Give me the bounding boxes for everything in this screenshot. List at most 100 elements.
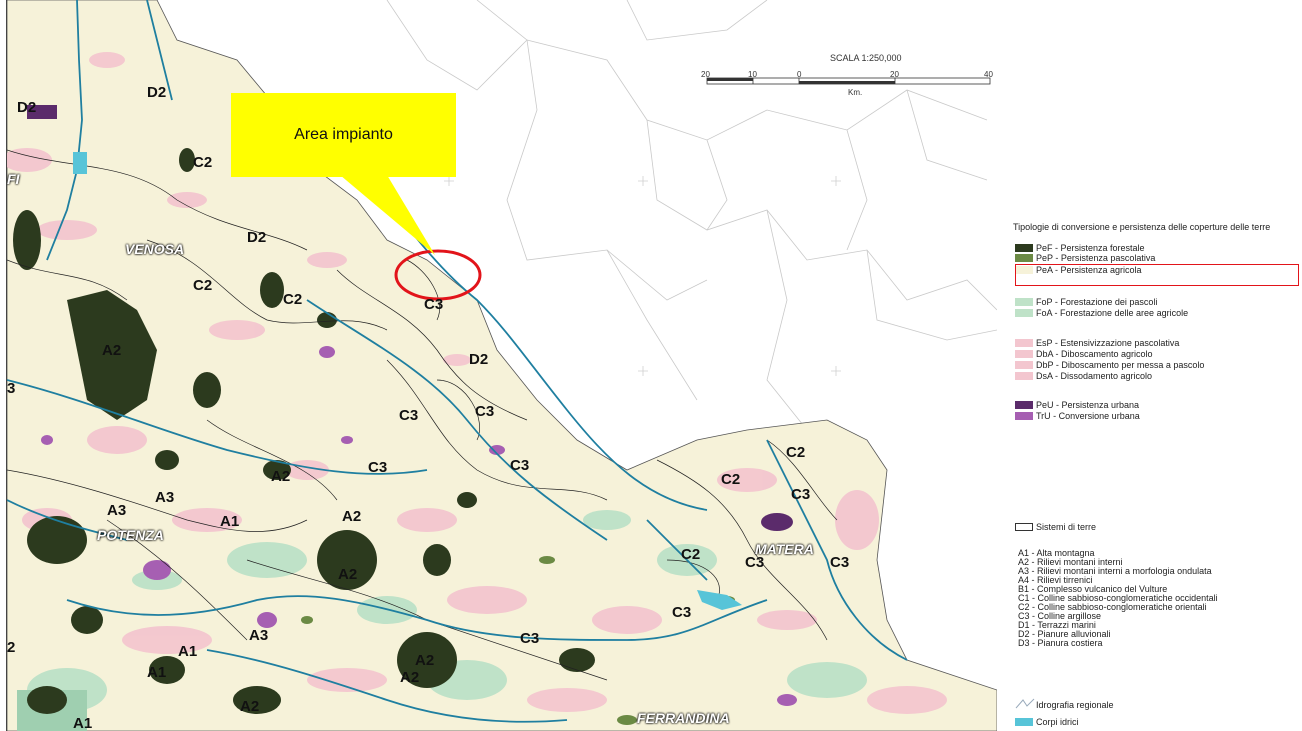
legend-item: TrU - Conversione urbana	[1036, 411, 1140, 421]
zone-label: A2	[102, 342, 122, 359]
city-label-potenza: POTENZA	[97, 527, 164, 543]
swatch-pink	[1015, 372, 1033, 380]
zone-label: C3	[399, 407, 419, 424]
swatch-pasture	[1015, 254, 1033, 262]
hydro-line-icon	[1015, 698, 1035, 709]
swatch-reforest	[1015, 298, 1033, 306]
legend-water: Corpi idrici	[1036, 717, 1079, 727]
city-label-fi: FI	[7, 171, 20, 187]
legend-system-item: A3 - Rilievi montani interni a morfologi…	[1018, 566, 1212, 576]
legend-system-item: A4 - Rilievi tirrenici	[1018, 575, 1093, 585]
zone-label: A2	[271, 468, 291, 485]
zone-label: C3	[520, 630, 540, 647]
swatch-reforest	[1015, 309, 1033, 317]
swatch-urban	[1015, 401, 1033, 409]
scale-title: SCALA 1:250,000	[830, 53, 902, 63]
callout-label: Area impianto	[294, 126, 393, 143]
legend-item: PeU - Persistenza urbana	[1036, 400, 1140, 410]
water-bodies	[73, 152, 742, 610]
zone-label: A2	[240, 698, 260, 715]
legend-item: PeA - Persistenza agricola	[1036, 265, 1142, 275]
legend-system-item: D2 - Pianure alluvionali	[1018, 629, 1111, 639]
admin-boundaries	[386, 0, 997, 431]
swatch-pink	[1015, 339, 1033, 347]
legend-hydro: Idrografia regionale	[1036, 700, 1114, 710]
legend-item: EsP - Estensivizzazione pascolativa	[1036, 338, 1180, 348]
map-canvas[interactable]: SCALA 1:250,000 20 10 0 20 40 Km. Area i…	[6, 0, 997, 731]
legend-system-item: C2 - Colline sabbioso-conglomeratiche or…	[1018, 602, 1207, 612]
legend-title: Tipologie di conversione e persistenza d…	[1013, 222, 1271, 232]
zone-label: C3	[745, 554, 765, 571]
legend-systems-title: Sistemi di terre	[1036, 522, 1097, 532]
scale-tick: 40	[984, 70, 993, 79]
zone-label: 2	[7, 639, 16, 656]
zone-label: C2	[193, 277, 213, 294]
zone-label: A2	[415, 652, 435, 669]
legend-system-item: B1 - Complesso vulcanico del Vulture	[1018, 584, 1168, 594]
zone-label: C3	[368, 459, 388, 476]
zone-label: A3	[107, 502, 127, 519]
zone-label: A1	[178, 643, 198, 660]
urban-patches	[27, 105, 797, 706]
zone-label: A2	[400, 669, 420, 686]
zone-label: C2	[721, 471, 741, 488]
zone-label: D2	[147, 84, 167, 101]
swatch-water	[1015, 718, 1033, 726]
zone-label: A1	[147, 664, 167, 681]
swatch-forest	[1015, 244, 1033, 252]
area-impianto-callout: Area impianto	[231, 93, 456, 177]
swatch-pink	[1015, 350, 1033, 358]
zone-label: C2	[193, 154, 213, 171]
legend-system-item: D3 - Pianura costiera	[1018, 638, 1103, 648]
legend-item: DsA - Dissodamento agricolo	[1036, 371, 1153, 381]
swatch-land-system	[1015, 523, 1033, 531]
zone-label: C3	[510, 457, 530, 474]
zone-label: C2	[681, 546, 701, 563]
map-drawing	[7, 0, 997, 731]
legend-item: FoA - Forestazione delle aree agricole	[1036, 308, 1189, 318]
scale-bar	[706, 77, 991, 85]
zone-label: C3	[475, 403, 495, 420]
zone-label: D2	[247, 229, 267, 246]
legend-item: FoP - Forestazione dei pascoli	[1036, 297, 1158, 307]
city-label-matera: MATERA	[755, 541, 814, 557]
zone-label: C3	[791, 486, 811, 503]
city-label-venosa: VENOSA	[125, 241, 185, 257]
zone-label: C3	[424, 296, 444, 313]
scale-tick: 20	[890, 70, 899, 79]
zone-label: C2	[283, 291, 303, 308]
legend-item: DbA - Diboscamento agricolo	[1036, 349, 1153, 359]
zone-label: D2	[17, 99, 37, 116]
legend-item: DbP - Diboscamento per messa a pascolo	[1036, 360, 1205, 370]
forest-patches	[13, 148, 595, 714]
plant-area-circle	[394, 249, 482, 301]
scale-unit: Km.	[848, 88, 863, 97]
legend-item: PeF - Persistenza forestale	[1036, 243, 1145, 253]
legend-item: PeP - Persistenza pascolativa	[1036, 253, 1156, 263]
swatch-urban-conv	[1015, 412, 1033, 420]
zone-label: A2	[342, 508, 362, 525]
callout-pointer	[340, 175, 435, 255]
legend-system-item: A1 - Alta montagna	[1018, 548, 1095, 558]
zone-label: C3	[672, 604, 692, 621]
legend-system-item: C1 - Colline sabbioso-conglomeratiche oc…	[1018, 593, 1218, 603]
legend-system-item: D1 - Terrazzi marini	[1018, 620, 1096, 630]
map-legend: Tipologie di conversione e persistenza d…	[1013, 0, 1302, 731]
zone-label: 3	[7, 380, 16, 397]
zone-label: A1	[73, 715, 93, 731]
city-label-ferrandina: FERRANDINA	[637, 710, 730, 726]
legend-system-item: C3 - Colline argillose	[1018, 611, 1102, 621]
scale-tick: 20	[701, 70, 710, 79]
scale-tick: 0	[797, 70, 802, 79]
swatch-pink	[1015, 361, 1033, 369]
rivers	[7, 0, 908, 723]
zone-label: C3	[830, 554, 850, 571]
swatch-agri	[1015, 266, 1033, 274]
zone-label: A3	[249, 627, 269, 644]
zone-label: D2	[469, 351, 489, 368]
zone-label: C2	[786, 444, 806, 461]
pink-patches	[7, 52, 947, 714]
zone-label: A3	[155, 489, 175, 506]
zone-label: A1	[220, 513, 240, 530]
scale-tick: 10	[748, 70, 757, 79]
